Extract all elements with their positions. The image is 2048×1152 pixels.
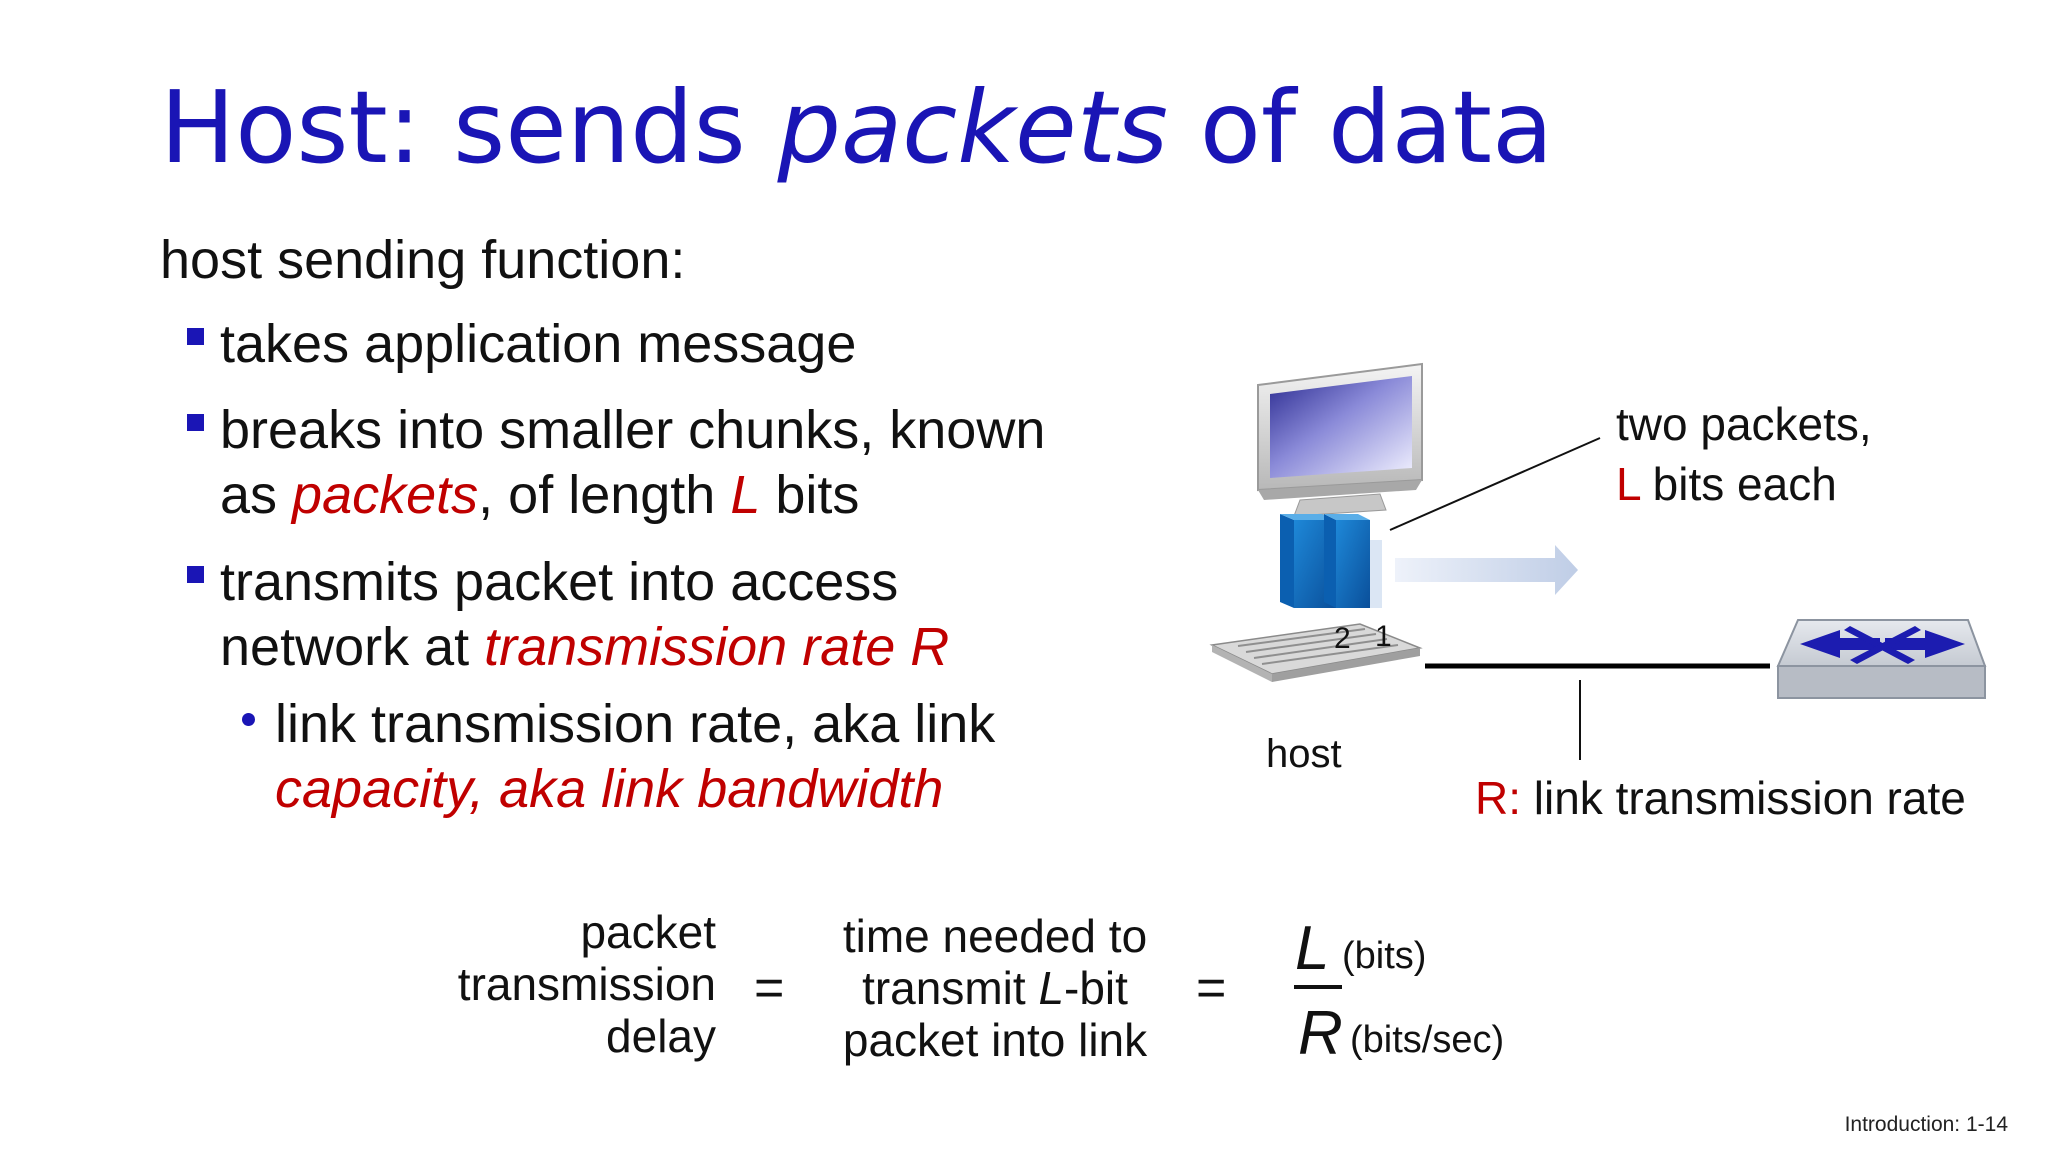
term-packets: packets — [292, 465, 479, 525]
arrow-right-icon — [1395, 545, 1578, 595]
text-run: bits — [760, 465, 860, 525]
sub-bullet-marker — [242, 713, 255, 726]
text-run: -bit — [1064, 962, 1128, 1014]
packet-1-icon — [1324, 514, 1382, 608]
packet-label-pointer — [1389, 437, 1601, 531]
bullet-1-text: takes application message — [220, 314, 857, 374]
fraction-bar — [1294, 985, 1342, 989]
computer-monitor-icon — [1257, 362, 1423, 517]
denominator-unit: (bits/sec) — [1350, 1019, 1505, 1061]
lhs-line-3: delay — [606, 1010, 716, 1062]
sub-bullet-line-1: link transmission rate, aka link — [275, 694, 996, 754]
slide-title: Host: sends packets of data — [160, 66, 1553, 190]
bullet-3-line-2: network at transmission rate R — [220, 615, 949, 680]
bullet-marker — [187, 328, 204, 345]
title-emphasis: packets — [777, 69, 1169, 186]
variable-L: L — [1038, 962, 1065, 1014]
variable-L: L — [730, 465, 761, 525]
fraction-denominator: R — [1298, 999, 1343, 1068]
sub-bullet-line-2: capacity, aka link bandwidth — [275, 759, 944, 819]
packet-2-number: 2 — [1334, 622, 1351, 655]
bullet-2-line-2: as packets, of length L bits — [220, 463, 859, 528]
text-run: bits each — [1639, 458, 1837, 510]
mid-line-2: transmit L-bit — [830, 962, 1160, 1014]
bullet-marker — [187, 414, 204, 431]
lhs-line-1: packet — [580, 906, 716, 958]
keyboard-icon — [1209, 623, 1423, 682]
bullet-marker — [187, 566, 204, 583]
title-text-start: Host: sends — [160, 69, 778, 186]
variable-L: L — [1616, 458, 1640, 510]
numerator-unit: (bits) — [1342, 935, 1427, 977]
fraction-numerator: L — [1295, 914, 1330, 983]
term-transmission-rate: transmission rate R — [484, 617, 950, 677]
bullet-3-line-1: transmits packet into access — [220, 552, 899, 612]
packets-label-line-1: two packets, — [1616, 398, 1872, 450]
lhs-line-2: transmission — [457, 958, 716, 1010]
host-label: host — [1266, 732, 1342, 776]
text-run: network at — [220, 617, 485, 677]
text-run: transmit — [862, 962, 1039, 1014]
variable-R: R: — [1475, 772, 1521, 824]
title-text-end: of data — [1168, 69, 1554, 186]
section-heading: host sending function: — [160, 230, 686, 290]
text-run: as — [220, 465, 293, 525]
host-link-diagram — [1209, 362, 1987, 760]
packet-1-number: 1 — [1375, 620, 1392, 653]
text-run: link transmission rate — [1521, 772, 1966, 824]
rate-label: R: link transmission rate — [1475, 770, 1966, 826]
bullet-2-line-1: breaks into smaller chunks, known — [220, 400, 1046, 460]
mid-line-1: time needed to — [842, 910, 1148, 962]
network-switch-icon — [1776, 619, 1987, 699]
packets-label-line-2: L bits each — [1616, 456, 1837, 512]
slide-footer: Introduction: 1-14 — [1844, 1113, 2008, 1136]
mid-line-3: packet into link — [842, 1014, 1148, 1066]
equals-sign-2: = — [1196, 959, 1227, 1017]
equals-sign-1: = — [754, 959, 785, 1017]
text-run: , of length — [478, 465, 731, 525]
